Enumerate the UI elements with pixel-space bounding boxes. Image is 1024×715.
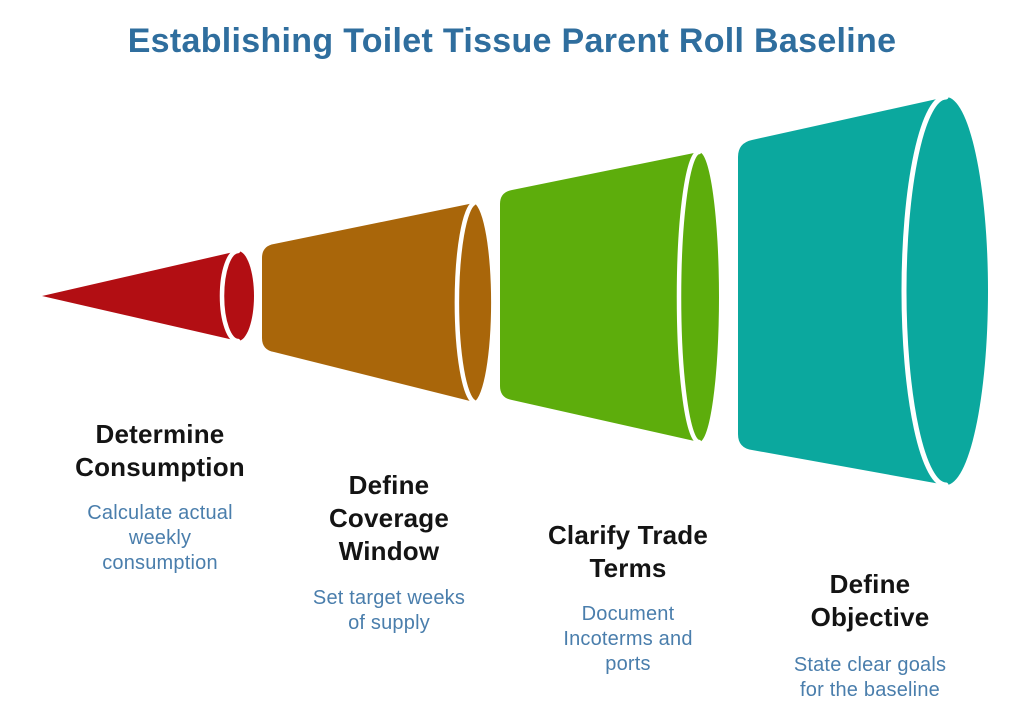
stage-4-cone	[738, 94, 988, 488]
stage-4-cone-shape	[738, 97, 988, 485]
stage-2-cone-shape	[262, 203, 492, 402]
page-title: Establishing Toilet Tissue Parent Roll B…	[127, 22, 897, 60]
stage-4-cap-separator	[901, 94, 949, 488]
stage-2-cap-separator	[454, 200, 477, 405]
stage-2-cone	[262, 200, 492, 405]
stage-1-cone	[42, 248, 254, 344]
stage-1-title: Determine Consumption	[75, 419, 245, 482]
stage-3-description: Document Incoterms and ports	[563, 603, 693, 675]
stage-3-cone	[500, 149, 719, 445]
stage-3-title: Clarify Trade Terms	[547, 520, 709, 583]
stage-1-cap-separator	[219, 248, 241, 344]
stage-1-cone-shape	[42, 251, 254, 341]
stage-2-title: Define Coverage Window	[328, 470, 450, 566]
stage-1-description: Calculate actual weekly consumption	[87, 502, 233, 574]
stage-3-cone-shape	[500, 152, 719, 442]
stage-4-description: State clear goals for the baseline	[793, 654, 947, 701]
stage-2-description: Set target weeks of supply	[312, 587, 466, 634]
stage-4-title: Define Objective	[810, 569, 930, 632]
stage-3-cap-separator	[676, 149, 702, 445]
